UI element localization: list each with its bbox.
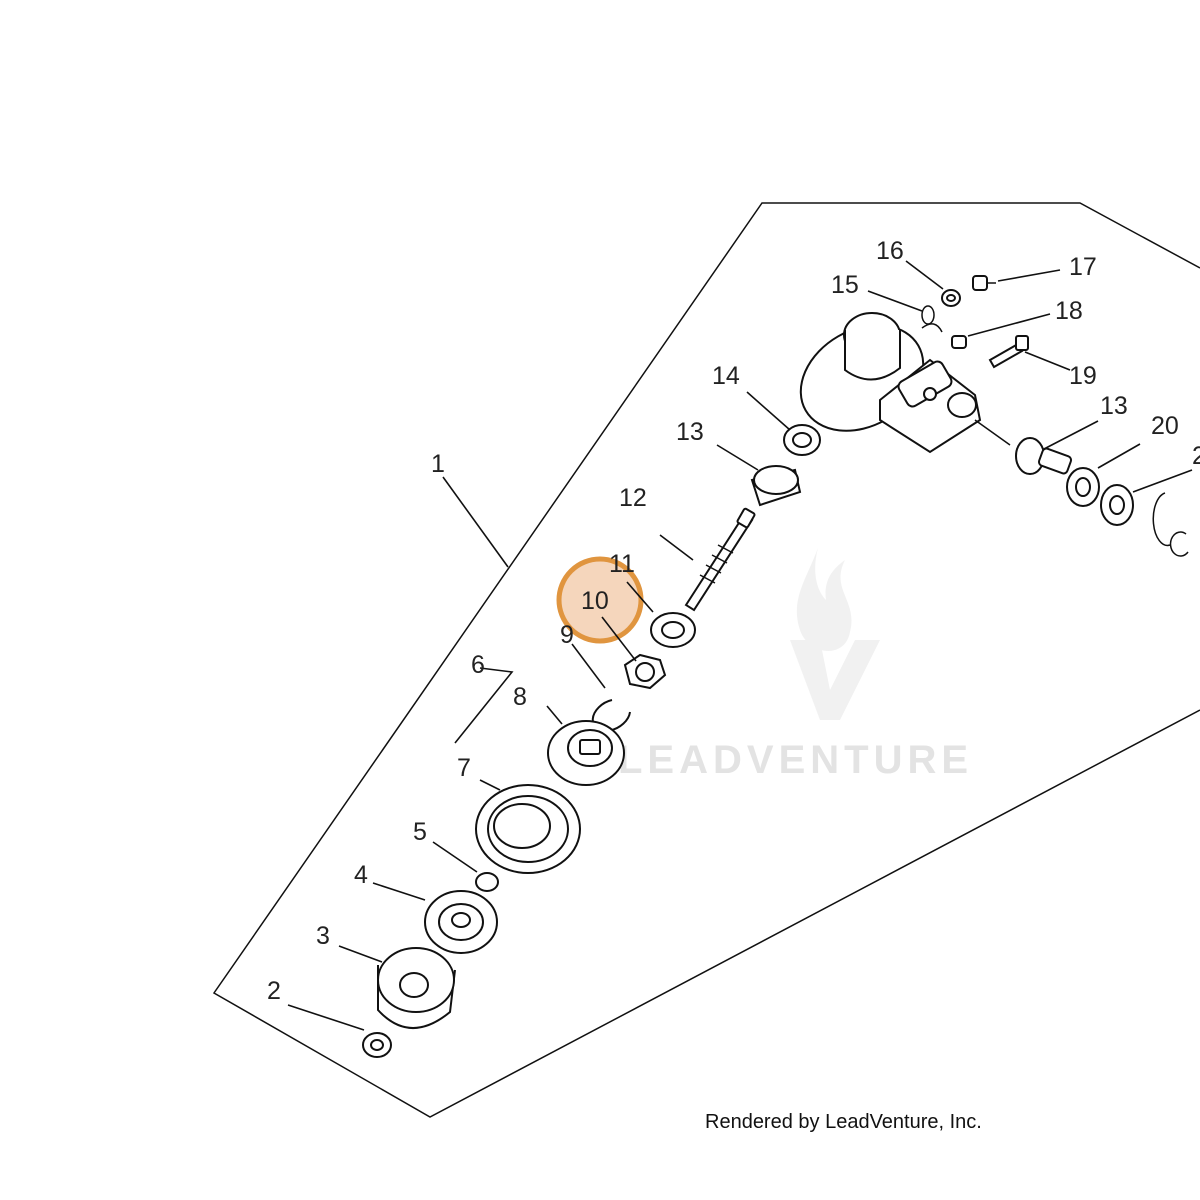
callout-4: 4: [354, 861, 368, 889]
part-10-washer: [623, 653, 667, 690]
callout-21-partial: 2: [1192, 442, 1200, 470]
watermark-logo: [790, 548, 880, 720]
callout-11: 11: [609, 550, 635, 578]
callout-20: 20: [1151, 412, 1179, 440]
part-12-drive-shaft: [684, 507, 756, 612]
part-13-pinion-gear: [1015, 437, 1073, 475]
part-18-screw: [951, 335, 967, 349]
callout-19: 19: [1069, 362, 1097, 390]
callout-7: 7: [457, 754, 471, 782]
callout-5: 5: [413, 818, 427, 846]
callout-2: 2: [267, 977, 281, 1005]
part-8-cover: [547, 720, 625, 786]
gear-case-housing: [799, 312, 1011, 454]
part-3-cup: [377, 947, 456, 1029]
part-11-bearing: [650, 612, 696, 648]
highlight-marker: [556, 556, 644, 644]
callout-10: 10: [581, 587, 609, 615]
part-22-snap-ring: [1152, 492, 1171, 547]
callout-15: 15: [831, 271, 859, 299]
callout-18: 18: [1055, 297, 1083, 325]
part-13-bevel-gear: [750, 465, 802, 507]
callout-8: 8: [513, 683, 527, 711]
part-19-bolt: [988, 335, 1029, 369]
part-15-clip: [921, 305, 943, 333]
callout-3: 3: [316, 922, 330, 950]
callout-6: 6: [471, 651, 485, 679]
callout-16: 16: [876, 237, 904, 265]
part-4-holder: [424, 890, 498, 954]
watermark-text: LEADVENTURE: [618, 738, 973, 782]
callout-9: 9: [560, 621, 574, 649]
diagram-frame: [212, 202, 1200, 1118]
part-21-bearing: [1100, 484, 1134, 526]
part-2-nut: [362, 1032, 392, 1058]
callout-13-right: 13: [1100, 392, 1128, 420]
part-7-dust-cover: [475, 784, 581, 874]
callout-12: 12: [619, 484, 647, 512]
part-5-o-ring: [475, 872, 499, 892]
callout-13-left: 13: [676, 418, 704, 446]
callout-1: 1: [431, 450, 445, 478]
callout-17: 17: [1069, 253, 1097, 281]
part-23-snap-ring: [1169, 531, 1189, 557]
render-credit: Rendered by LeadVenture, Inc.: [705, 1111, 982, 1133]
part-17-screw: [972, 275, 996, 291]
part-16-washer: [941, 289, 961, 307]
part-14-bearing: [783, 424, 821, 456]
leader-lines: [287, 260, 1193, 1031]
callout-14: 14: [712, 362, 740, 390]
part-20-bearing: [1066, 467, 1100, 507]
